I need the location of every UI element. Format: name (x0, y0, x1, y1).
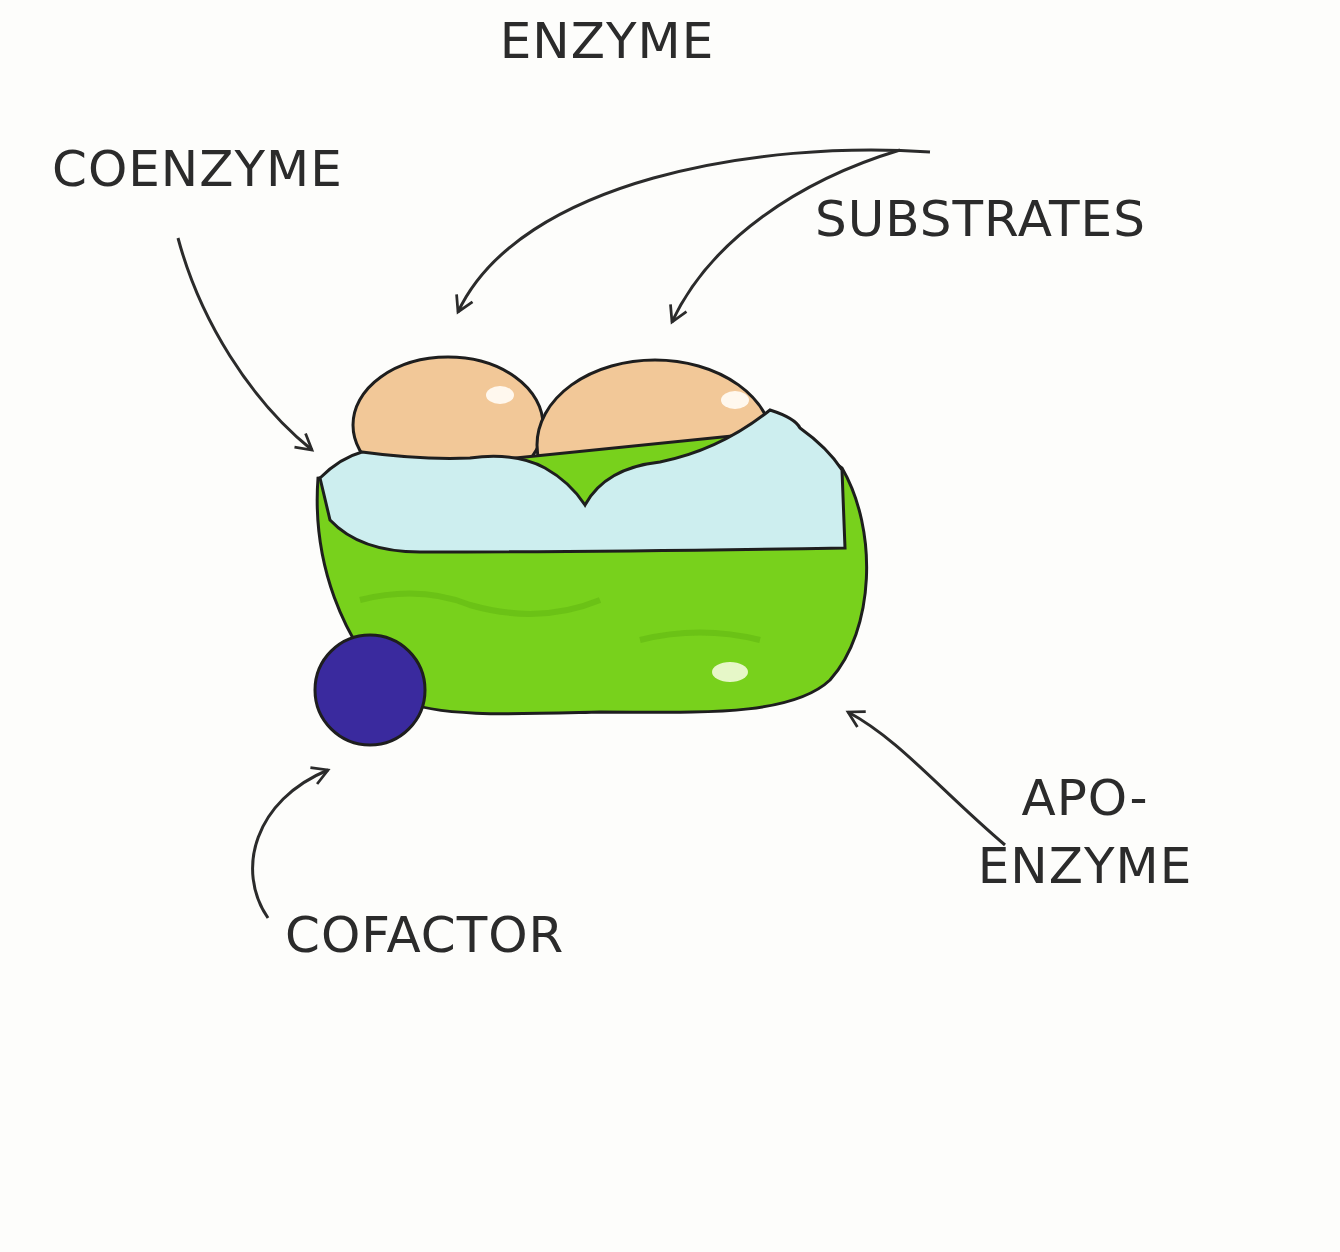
highlight (486, 386, 514, 404)
highlight (712, 662, 748, 682)
part-label: COENZYME (52, 136, 343, 204)
highlight (721, 391, 749, 409)
texture (360, 594, 760, 640)
part-label: SUBSTRATES (815, 186, 1146, 254)
leader-line (178, 238, 312, 450)
cofactor (315, 635, 425, 745)
part-label: APO- ENZYME (925, 765, 1245, 900)
coenzyme-band (320, 410, 845, 552)
leader-line (848, 712, 1005, 845)
leader-line (253, 770, 328, 918)
part-label: COFACTOR (285, 902, 564, 970)
title: ENZYME (500, 8, 715, 76)
